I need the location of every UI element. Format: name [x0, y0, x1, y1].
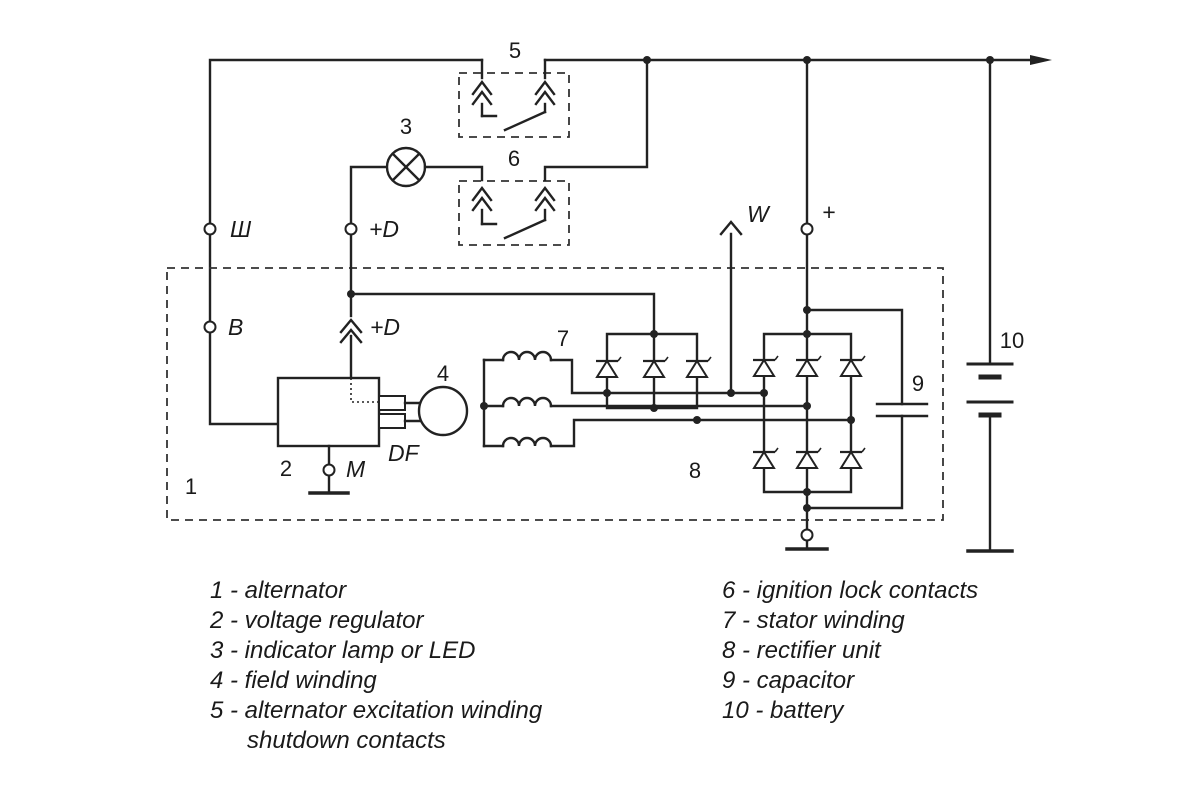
- legend-item: 7 - stator winding: [722, 607, 905, 634]
- terminal-label-m: M: [346, 456, 366, 482]
- label-1: 1: [185, 474, 197, 499]
- terminal-plus-d: [344, 222, 358, 236]
- legend-item: 6 - ignition lock contacts: [722, 577, 978, 604]
- legend-item: 1 - alternator: [210, 577, 347, 604]
- legend-item: 3 - indicator lamp or LED: [210, 637, 475, 664]
- label-4: 4: [437, 361, 449, 386]
- voltage-regulator: [276, 376, 423, 495]
- plus-terminal-wire: [803, 58, 904, 406]
- label-6: 6: [508, 146, 520, 171]
- label-3: 3: [400, 114, 412, 139]
- terminal-label-b: B: [228, 314, 243, 340]
- label-8: 8: [689, 458, 701, 483]
- excitation-shutdown-contacts: [458, 58, 570, 138]
- capacitor: [803, 402, 929, 512]
- field-wire: [208, 58, 484, 426]
- legend-item: 5 - alternator excitation winding: [210, 697, 543, 724]
- indicator-lamp-circuit: [349, 146, 484, 224]
- rectifier-unit: [594, 220, 867, 496]
- stator-winding: [480, 350, 853, 448]
- legend-item: 10 - battery: [722, 697, 845, 724]
- label-5: 5: [509, 38, 521, 63]
- terminal-b: [203, 320, 217, 334]
- terminal-sh: [203, 222, 217, 236]
- label-2: 2: [280, 456, 292, 481]
- label-9: 9: [912, 371, 924, 396]
- label-10: 10: [1000, 328, 1024, 353]
- legend-item: 2 - voltage regulator: [209, 607, 424, 634]
- field-winding-icon: [417, 385, 469, 437]
- legend-item: 4 - field winding: [210, 667, 377, 694]
- battery: [966, 58, 1014, 553]
- alternator-ground: [785, 490, 829, 551]
- terminal-label-df: DF: [388, 440, 421, 466]
- plus-d-wire: [339, 234, 656, 380]
- legend-item-continuation: shutdown contacts: [247, 727, 446, 754]
- connector-label-plus-d: +D: [370, 314, 400, 340]
- legend-item: 8 - rectifier unit: [722, 637, 882, 664]
- legend-item: 9 - capacitor: [722, 667, 855, 694]
- terminal-label-plus-d: +D: [369, 216, 399, 242]
- terminal-label-sh: Ш: [230, 216, 252, 242]
- label-7: 7: [557, 326, 569, 351]
- terminal-label-plus: +: [822, 199, 835, 225]
- terminal-label-w: W: [747, 201, 771, 227]
- terminal-plus: [800, 222, 814, 236]
- legend: 1 - alternator 2 - voltage regulator 3 -…: [209, 577, 978, 754]
- alternator-boundary: [166, 267, 944, 521]
- positive-bus: [543, 55, 1052, 65]
- ignition-lock-contacts: [458, 58, 649, 246]
